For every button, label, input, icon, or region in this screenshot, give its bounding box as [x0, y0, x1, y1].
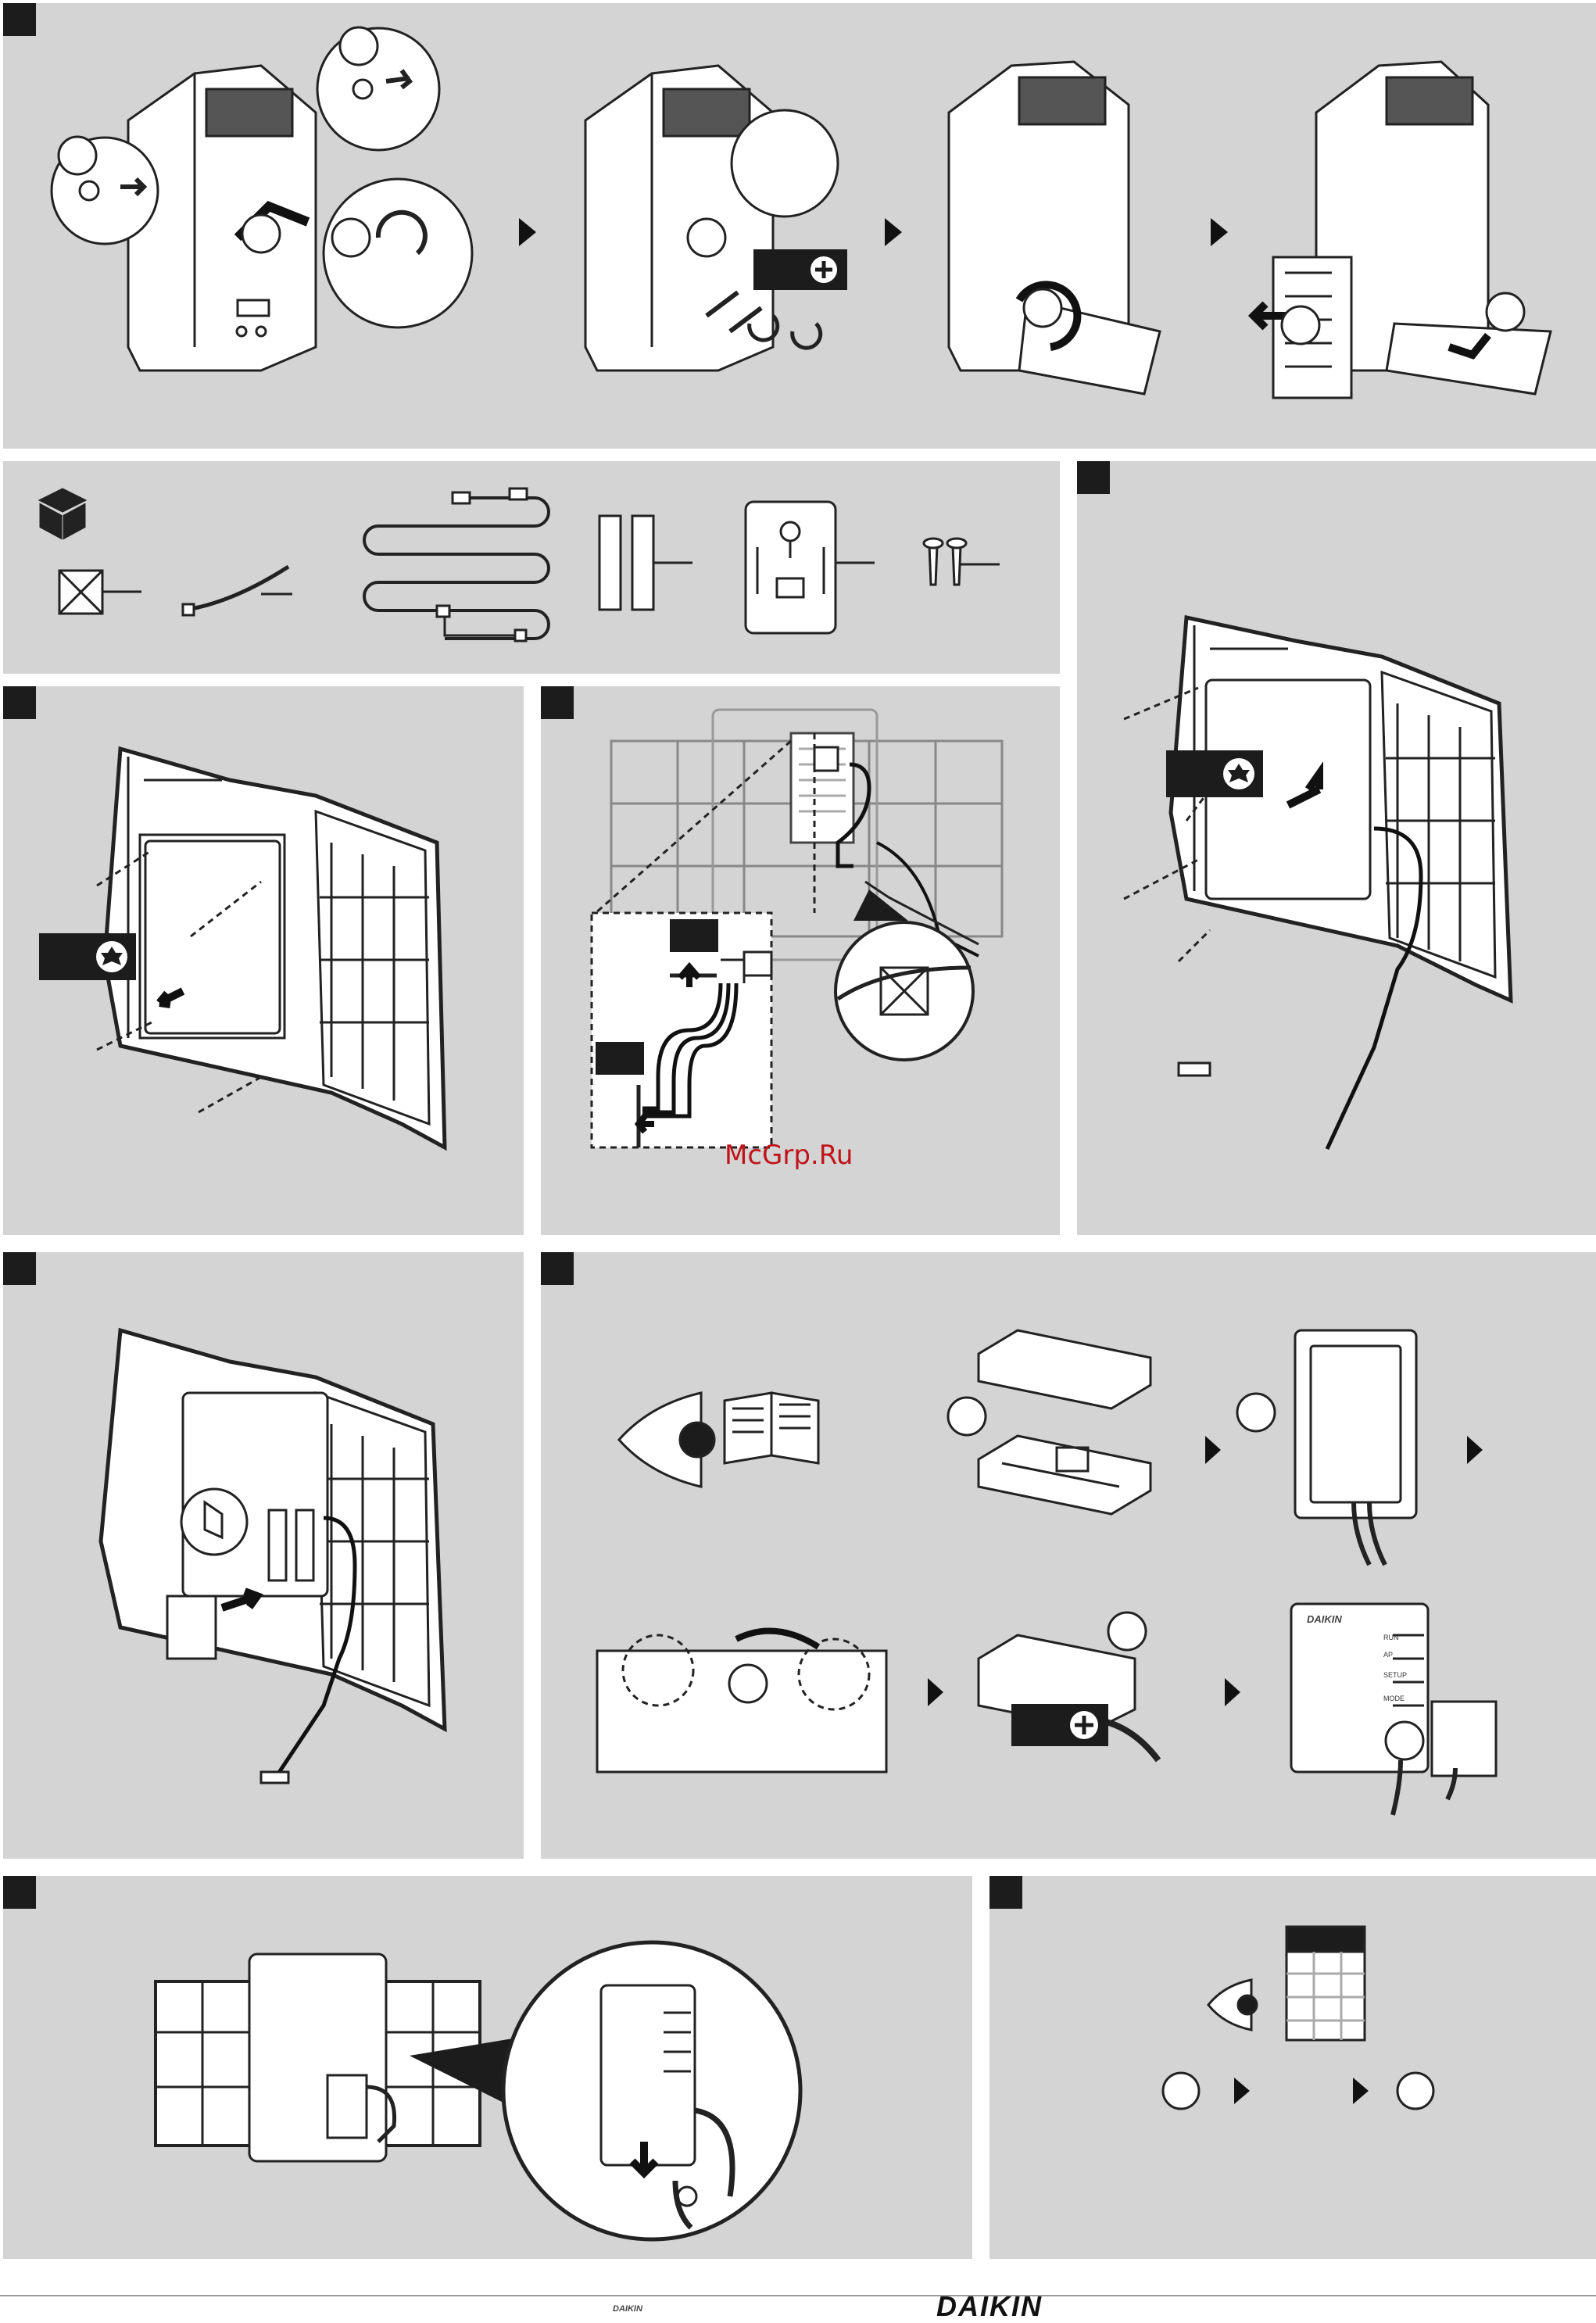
reattach-cover-illustration: [1077, 461, 1596, 1235]
eye-icon: [619, 1393, 714, 1487]
panel-wiring: McGrp.Ru: [541, 686, 1060, 1235]
step-circle-icon: [1163, 2073, 1433, 2109]
brand-logo: DAIKIN: [936, 2290, 1043, 2323]
insert-adapter-illustration: [3, 1876, 972, 2259]
arrow-right-icon: [519, 218, 536, 246]
arrow-right-icon: [885, 218, 902, 246]
arrow-right-icon: [1205, 1436, 1221, 1464]
manual-book-icon: [725, 1393, 818, 1463]
panel-kit-contents: [3, 461, 1060, 674]
adapter-parts: [948, 1330, 1150, 1514]
panel-insert-adapter: DAIKIN: [3, 1876, 972, 2259]
cable-tie: [183, 567, 292, 615]
eye-icon: [1208, 1980, 1257, 2030]
panel-adapter-assembly: DAIKIN RUN AP SETUP MODE: [541, 1252, 1596, 1859]
panel-mount-plate: [3, 1252, 524, 1859]
footer-rule: [0, 2295, 1596, 2296]
led-run-label: RUN: [1383, 1634, 1399, 1641]
box-icon: [41, 489, 84, 538]
screwdriver-phillips-icon: [753, 249, 847, 290]
panel-check-indicator: [989, 1876, 1596, 2259]
arrow-right-icon: [1234, 2078, 1250, 2104]
arrow-right-icon: [928, 1678, 943, 1706]
adapter-hook-detail: [597, 1631, 886, 1772]
setup-button-label: SETUP: [1383, 1671, 1407, 1679]
unit-screws-view: [585, 66, 838, 370]
panel-remove-cover: [3, 686, 524, 1235]
led-ap-label: AP: [1383, 1651, 1393, 1659]
mode-button-label: MODE: [1383, 1695, 1405, 1702]
unit-board-remove: [1254, 62, 1551, 398]
arrow-right-icon: [1225, 1678, 1240, 1706]
cable-tie-mount: [59, 571, 141, 614]
indicator-table: [1286, 1927, 1365, 2040]
unit-door-open: [949, 62, 1160, 394]
screwdriver-torx-icon: [39, 933, 136, 980]
check-indicator-illustration: [989, 1876, 1596, 2259]
mount-plate-illustration: [3, 1252, 524, 1859]
mounting-plate: [746, 502, 875, 633]
screws: [924, 539, 1000, 585]
adapter-logo: DAIKIN: [1307, 1613, 1342, 1625]
remove-cover-illustration: [3, 686, 524, 1235]
kit-contents-illustration: [3, 461, 1060, 674]
arrow-right-icon: [1467, 1436, 1483, 1464]
arrow-right-icon: [1353, 2078, 1369, 2104]
arrow-right-icon: [1211, 218, 1228, 246]
screwdriver-torx-icon: [1166, 750, 1263, 797]
panel-reattach-cover: [1077, 461, 1596, 1235]
adapter-base-open: [1237, 1330, 1416, 1565]
adapter-assembly-illustration: [541, 1252, 1596, 1859]
zoom-adapter-logo: DAIKIN: [613, 2304, 642, 2314]
connection-cable: [364, 489, 549, 641]
panel-open-unit: [3, 3, 1596, 449]
adhesive-strips: [599, 516, 692, 610]
screwdriver-phillips-icon: [1011, 1704, 1108, 1746]
watermark: McGrp.Ru: [725, 1140, 853, 1171]
open-unit-illustration: [3, 3, 1596, 449]
